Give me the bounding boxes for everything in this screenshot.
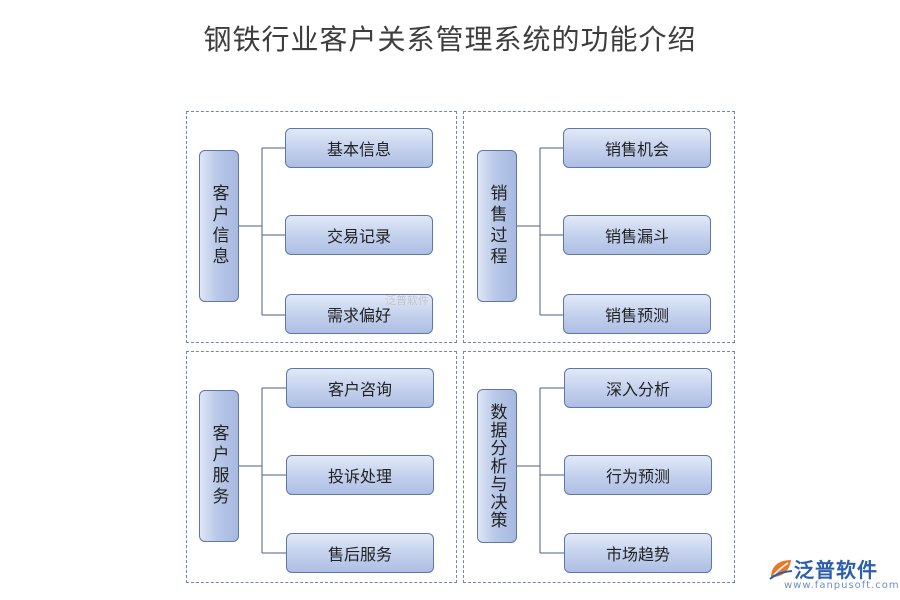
- item-transaction-records: 交易记录: [285, 215, 433, 255]
- panel-customer-info: [186, 111, 457, 343]
- category-customer-info: 客户信息: [199, 150, 239, 302]
- watermark: 泛普软件: [385, 294, 429, 307]
- brand-logo: 泛普软件: [768, 554, 878, 583]
- item-deep-analysis: 深入分析: [564, 368, 712, 408]
- item-basic-info: 基本信息: [285, 128, 433, 168]
- item-demand-preferences: 需求偏好: [285, 294, 433, 334]
- item-sales-forecast: 销售预测: [563, 294, 711, 334]
- item-sales-opportunity: 销售机会: [563, 128, 711, 168]
- logo-text: 泛普软件: [794, 558, 878, 582]
- item-complaint-handling: 投诉处理: [286, 455, 434, 495]
- item-after-sales: 售后服务: [286, 533, 434, 573]
- item-customer-consulting: 客户咨询: [286, 368, 434, 408]
- panel-data-analysis: [463, 351, 735, 583]
- panel-customer-service: [186, 351, 457, 583]
- panel-sales-process: [463, 111, 735, 343]
- category-sales-process: 销售过程: [477, 150, 517, 302]
- item-sales-funnel: 销售漏斗: [563, 215, 711, 255]
- category-label: 数据分析与决策: [486, 403, 507, 529]
- category-label: 销售过程: [486, 184, 507, 268]
- leaf-logo-icon: [769, 559, 793, 580]
- category-data-analysis: 数据分析与决策: [477, 389, 517, 543]
- category-label: 客户服务: [208, 424, 229, 508]
- item-market-trend: 市场趋势: [564, 533, 712, 573]
- category-label: 客户信息: [208, 184, 229, 268]
- category-customer-service: 客户服务: [199, 390, 239, 542]
- item-behavior-prediction: 行为预测: [564, 455, 712, 495]
- logo-url: www.fanpusoft.com: [784, 580, 900, 591]
- page-title: 钢铁行业客户关系管理系统的功能介绍: [203, 23, 697, 56]
